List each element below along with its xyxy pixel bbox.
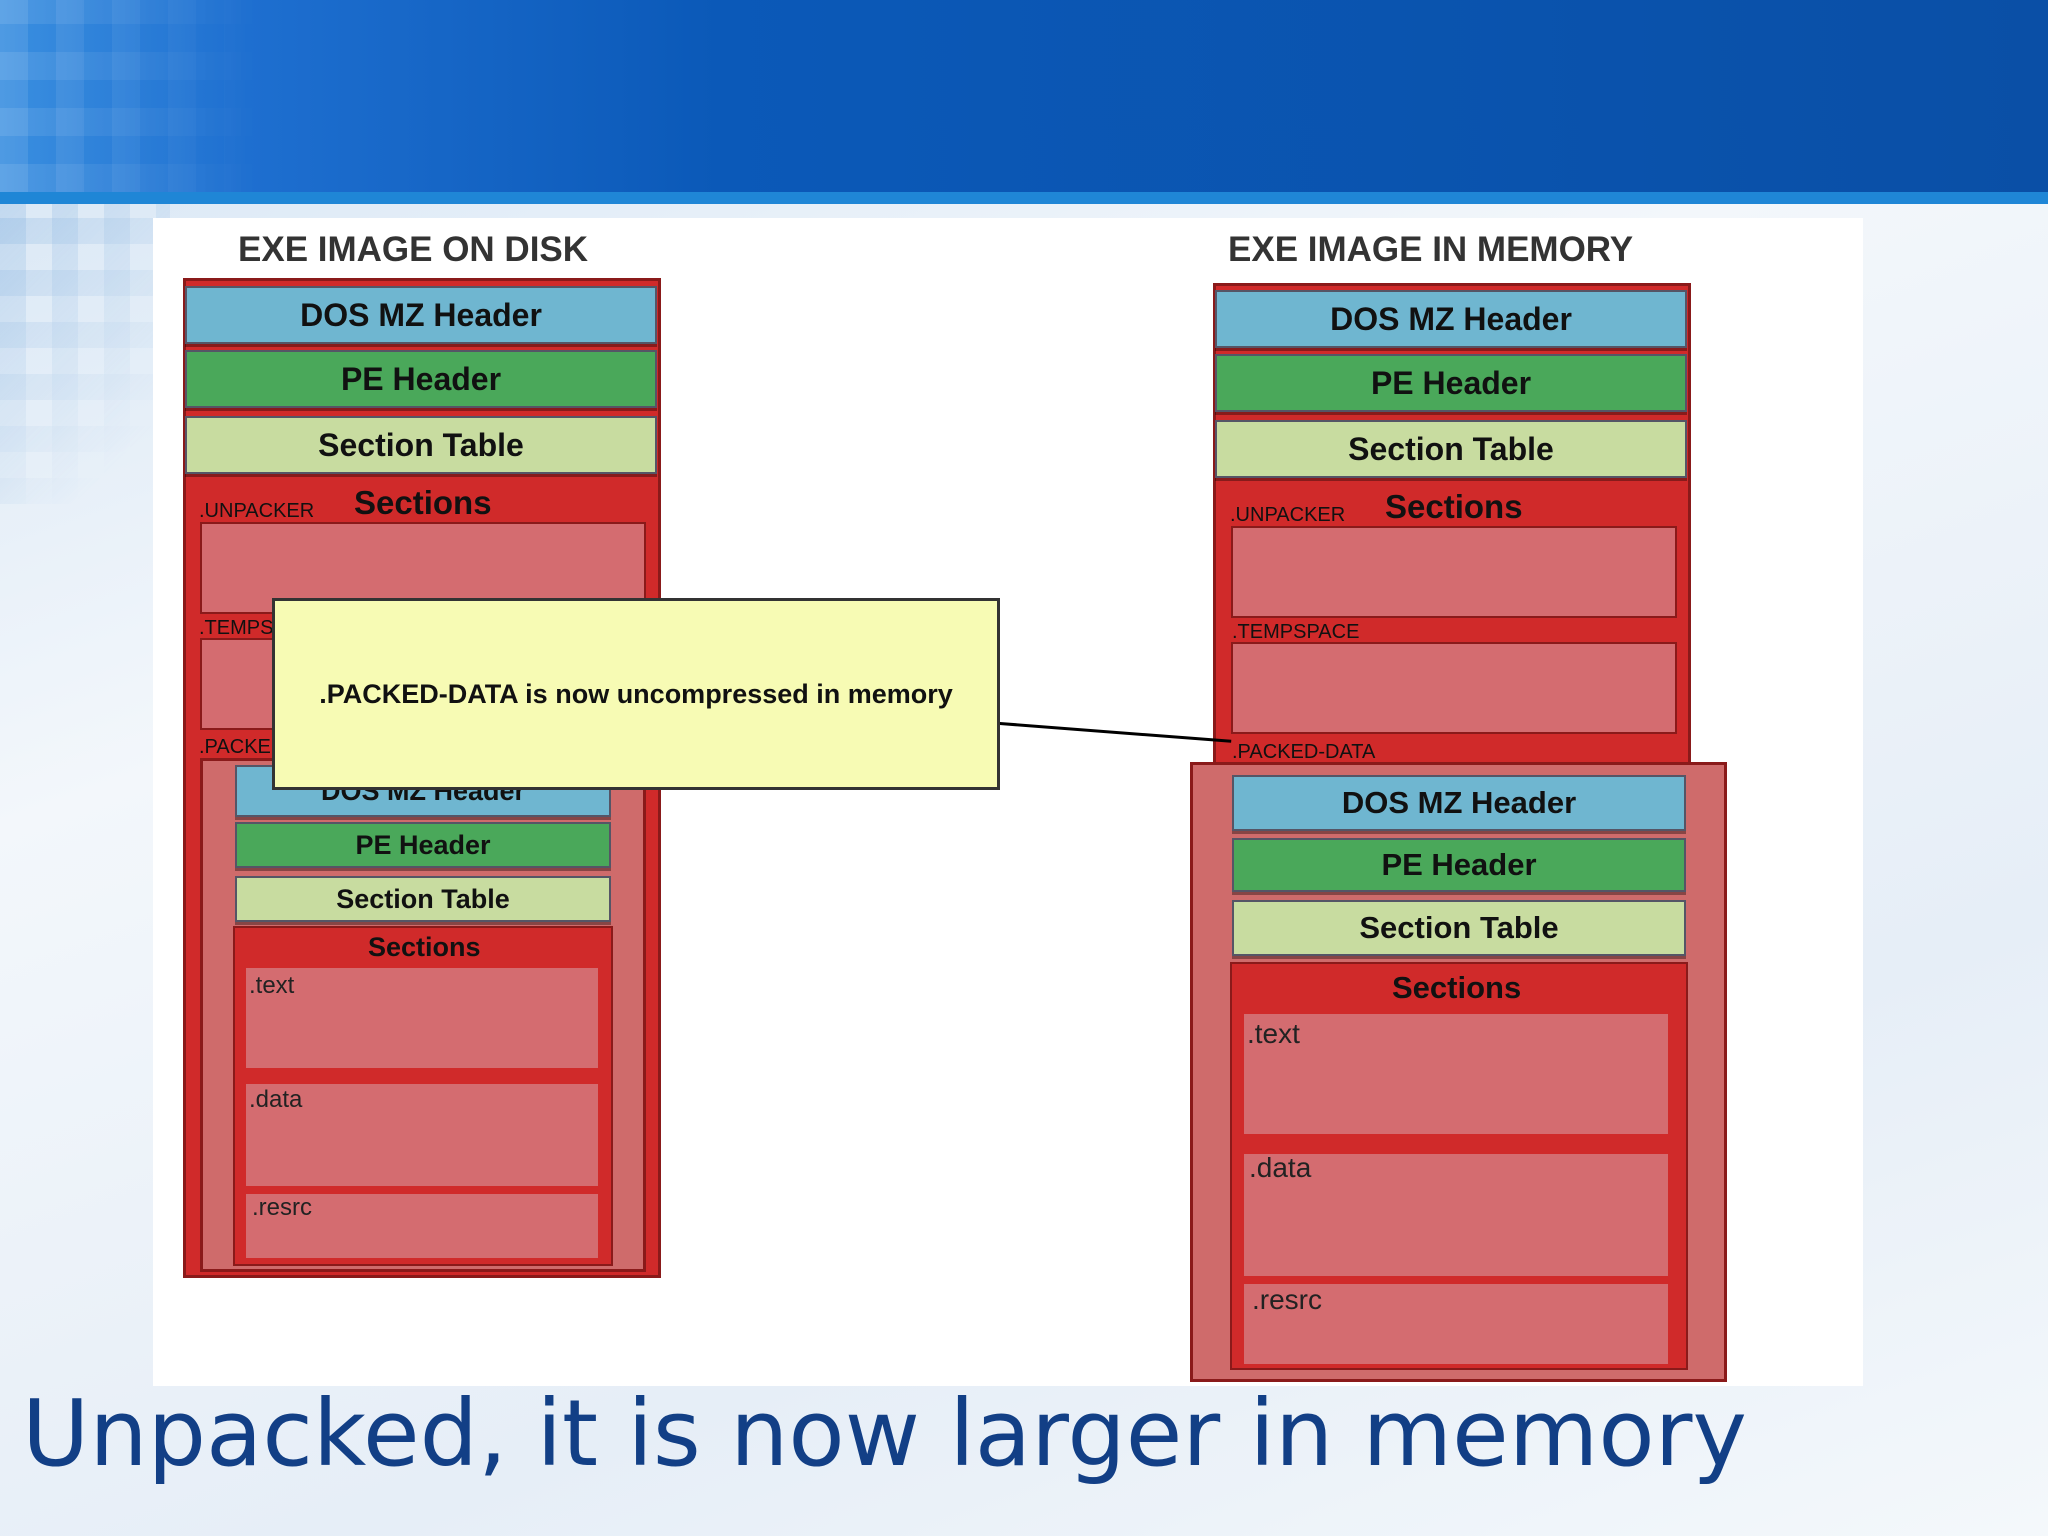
memory-packed-data-subsection <box>1244 1154 1668 1276</box>
disk-unpacker-label: .UNPACKER <box>199 500 315 522</box>
memory-section-table: Section Table <box>1215 420 1687 478</box>
packed-data-callout: .PACKED-DATA is now uncompressed in memo… <box>272 598 1000 790</box>
disk-packed-sections-title: Sections <box>368 932 481 962</box>
background-tile-pattern <box>0 204 170 504</box>
memory-packed-data-label: .PACKED-DATA <box>1232 741 1376 763</box>
memory-unpacker-section <box>1231 526 1677 618</box>
disk-packed-text-label: .text <box>249 972 295 999</box>
memory-tempspace-section <box>1231 642 1677 734</box>
memory-sections-title: Sections <box>1385 488 1523 525</box>
disk-section-table: Section Table <box>185 416 657 474</box>
disk-dos-header: DOS MZ Header <box>185 286 657 344</box>
memory-pe-header: PE Header <box>1215 354 1687 412</box>
disk-packed-data-subsection <box>246 1084 598 1186</box>
memory-packed-text-label: .text <box>1247 1018 1300 1049</box>
memory-packed-section-table: Section Table <box>1232 900 1686 956</box>
banner-stripe <box>0 192 2048 204</box>
memory-column-title: EXE IMAGE IN MEMORY <box>1228 230 1634 269</box>
memory-packed-data-label: .data <box>1249 1152 1312 1183</box>
memory-packed-pe-header: PE Header <box>1232 838 1686 892</box>
disk-pe-header: PE Header <box>185 350 657 408</box>
banner-tile-pattern <box>0 0 260 192</box>
title-banner <box>0 0 2048 192</box>
memory-packed-sections-title: Sections <box>1392 970 1522 1005</box>
memory-packed-text-section <box>1244 1014 1668 1134</box>
disk-packed-resrc-label: .resrc <box>252 1194 312 1221</box>
disk-packed-text-section <box>246 968 598 1068</box>
memory-dos-header: DOS MZ Header <box>1215 290 1687 348</box>
disk-tempspace-label: .TEMPS <box>199 617 274 639</box>
disk-column-title: EXE IMAGE ON DISK <box>238 230 589 269</box>
memory-unpacker-label: .UNPACKER <box>1230 504 1346 526</box>
disk-packed-pe-header: PE Header <box>235 822 611 868</box>
disk-packed-data-label: .PACKE <box>199 736 271 758</box>
disk-packed-data-label: .data <box>249 1086 303 1113</box>
slide-caption: Unpacked, it is now larger in memory <box>22 1380 1747 1487</box>
memory-packed-resrc-label: .resrc <box>1252 1284 1322 1315</box>
disk-packed-section-table: Section Table <box>235 876 611 922</box>
disk-sections-title: Sections <box>354 484 492 521</box>
memory-packed-dos-header: DOS MZ Header <box>1232 775 1686 831</box>
disk-packed-resrc-section <box>246 1194 598 1258</box>
memory-packed-resrc-section <box>1244 1284 1668 1364</box>
memory-tempspace-label: .TEMPSPACE <box>1232 621 1360 643</box>
